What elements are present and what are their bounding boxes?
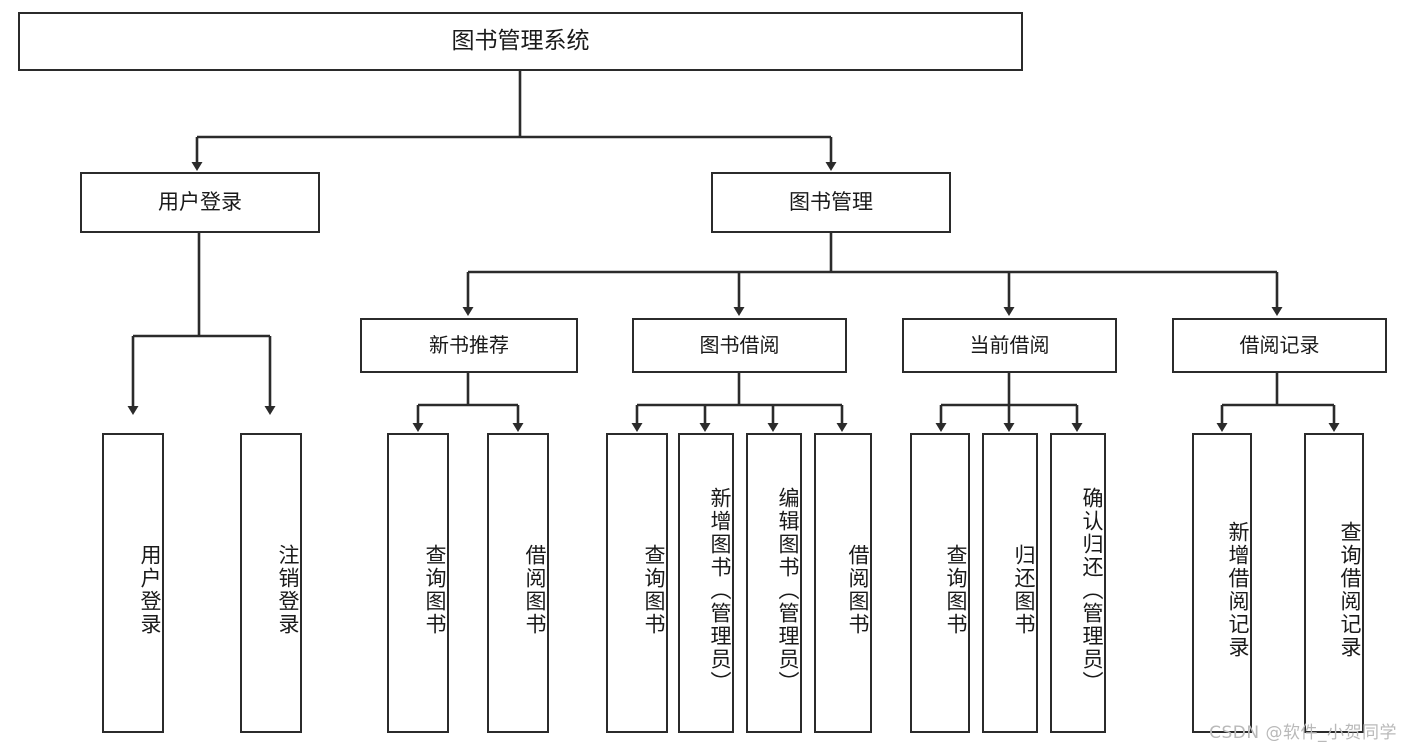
node-label: 借阅图书 xyxy=(523,544,547,636)
node-root-book-management-system[interactable]: 图书管理系统 xyxy=(18,12,1023,71)
node-leaf-query-record[interactable]: 查询借阅记录 xyxy=(1304,433,1364,733)
node-leaf-query-book-2[interactable]: 查询图书 xyxy=(606,433,668,733)
node-label: 图书借阅 xyxy=(699,332,780,357)
node-label: 查询图书 xyxy=(423,544,447,636)
node-label: 新书推荐 xyxy=(429,332,509,357)
node-label: 归还图书 xyxy=(1012,544,1036,636)
node-borrow-record[interactable]: 借阅记录 xyxy=(1172,318,1387,373)
node-leaf-confirm-return[interactable]: 确认归还（管理员） xyxy=(1050,433,1106,733)
node-label: 新增图书（管理员） xyxy=(708,486,732,694)
node-label: 借阅图书 xyxy=(846,544,870,636)
node-leaf-add-book[interactable]: 新增图书（管理员） xyxy=(678,433,734,733)
node-leaf-logout-login[interactable]: 注销登录 xyxy=(240,433,302,733)
node-book-borrow[interactable]: 图书借阅 xyxy=(632,318,847,373)
node-leaf-return-book[interactable]: 归还图书 xyxy=(982,433,1038,733)
node-label: 编辑图书（管理员） xyxy=(776,486,800,694)
node-label: 新增借阅记录 xyxy=(1226,521,1250,659)
node-leaf-query-book-3[interactable]: 查询图书 xyxy=(910,433,970,733)
node-new-book-recommend[interactable]: 新书推荐 xyxy=(360,318,578,373)
node-label: 借阅记录 xyxy=(1239,332,1320,357)
node-label: 注销登录 xyxy=(276,544,300,636)
node-label: 用户登录 xyxy=(158,190,242,215)
csdn-watermark: CSDN @软件_小贺同学 xyxy=(1209,723,1397,743)
node-leaf-edit-book[interactable]: 编辑图书（管理员） xyxy=(746,433,802,733)
node-current-borrow[interactable]: 当前借阅 xyxy=(902,318,1117,373)
node-book-management[interactable]: 图书管理 xyxy=(711,172,951,233)
node-leaf-borrow-book-2[interactable]: 借阅图书 xyxy=(814,433,872,733)
node-label: 查询图书 xyxy=(642,544,666,636)
node-leaf-add-record[interactable]: 新增借阅记录 xyxy=(1192,433,1252,733)
node-leaf-user-login[interactable]: 用户登录 xyxy=(102,433,164,733)
node-user-login[interactable]: 用户登录 xyxy=(80,172,320,233)
node-label: 用户登录 xyxy=(138,544,162,636)
node-label: 当前借阅 xyxy=(969,332,1050,357)
node-leaf-query-book-1[interactable]: 查询图书 xyxy=(387,433,449,733)
node-label: 图书管理系统 xyxy=(451,27,590,54)
node-label: 图书管理 xyxy=(789,190,873,215)
node-label: 查询借阅记录 xyxy=(1338,521,1362,659)
node-label: 确认归还（管理员） xyxy=(1080,486,1104,694)
node-label: 查询图书 xyxy=(944,544,968,636)
node-leaf-borrow-book-1[interactable]: 借阅图书 xyxy=(487,433,549,733)
